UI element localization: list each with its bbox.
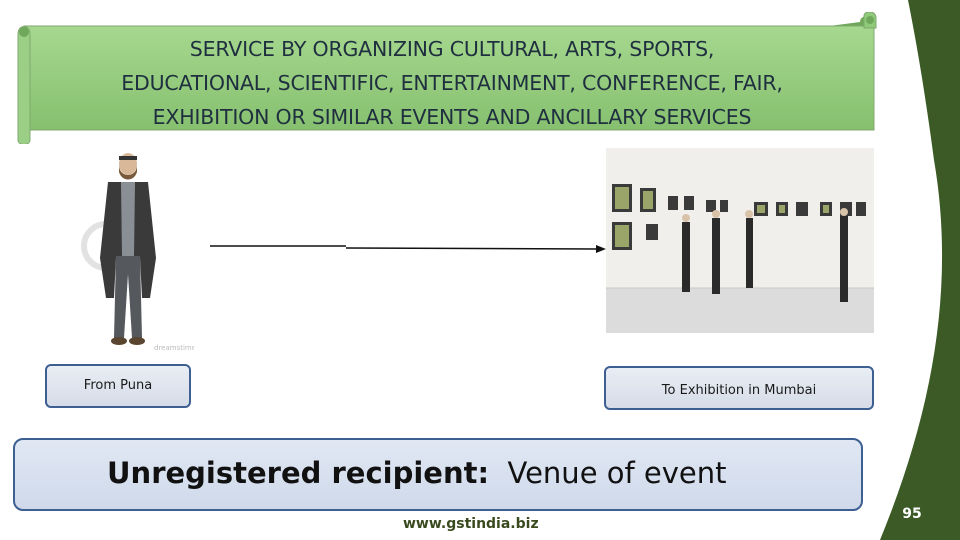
website-footer: www.gstindia.biz	[403, 516, 539, 532]
recipient-box: Unregistered recipient: Venue of event	[13, 438, 863, 511]
watermark-text: dreamstime.com	[154, 344, 194, 352]
place-of-supply: Venue of event	[507, 456, 727, 490]
from-location-label: From Puna	[45, 364, 191, 408]
title-banner: SERVICE BY ORGANIZING CULTURAL, ARTS, SP…	[14, 12, 878, 144]
title-line-3: EXHIBITION OR SIMILAR EVENTS AND ANCILLA…	[152, 105, 752, 129]
recipient-heading: Unregistered recipient:	[107, 456, 490, 490]
slide-title: SERVICE BY ORGANIZING CULTURAL, ARTS, SP…	[38, 32, 866, 134]
page-number: 95	[902, 506, 922, 522]
title-line-1: SERVICE BY ORGANIZING CULTURAL, ARTS, SP…	[189, 37, 715, 61]
scroll-shape	[17, 12, 877, 144]
gallery-image	[606, 148, 874, 333]
recipient-statement: Unregistered recipient: Venue of event	[107, 456, 727, 490]
title-line-2: EDUCATIONAL, SCIENTIFIC, ENTERTAINMENT, …	[121, 71, 783, 95]
person-image: dreamstime.com	[58, 148, 194, 354]
direction-arrow	[210, 245, 606, 253]
to-location-label: To Exhibition in Mumbai	[604, 366, 874, 410]
